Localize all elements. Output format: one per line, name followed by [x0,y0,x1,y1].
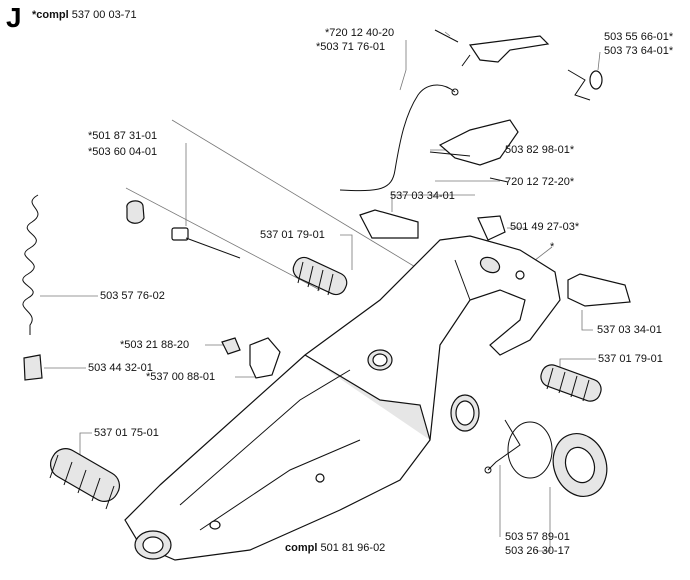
part-label-537-01-79-01-right: 537 01 79-01 [598,353,663,365]
damper-left-top [292,256,348,296]
part-label-star: * [550,241,555,253]
assembly-title-prefix: *compl [32,9,69,21]
part-label-503-82-98-01: 503 82 98-01* [505,144,575,156]
bracket-part [249,337,281,379]
choke-rod [171,227,241,259]
damper-bottom-left [49,448,121,510]
part-label-537-00-88-01: *537 00 88-01 [146,371,216,383]
part-label-503-71-76-01: *503 71 76-01 [316,41,386,53]
small-screw [221,337,241,355]
part-label-503-26-30-17: 503 26 30-17 [505,545,570,557]
section-letter: J [6,2,22,33]
assembly-title-number: 537 00 03-71 [71,9,137,21]
coil-spring [22,194,39,335]
clip-part [477,215,506,241]
compl-prefix: compl [285,542,318,554]
part-label-503-73-64-01: 503 73 64-01* [604,45,674,57]
part-label-503-57-89-01: 503 57 89-01 [505,531,570,543]
part-label-720-12-40-20: *720 12 40-20 [325,27,395,39]
damper-right [540,364,602,402]
part-label-537-03-34-01-top: 537 03 34-01 [390,190,455,202]
dampers [49,256,602,510]
rope-guide-parts [484,419,608,497]
throttle-trigger-parts [429,29,603,183]
nut-part [23,354,43,381]
part-label-503-55-66-01: 503 55 66-01* [604,31,674,43]
assembly-title: *compl 537 00 03-71 [32,9,137,21]
part-label-503-60-04-01: *503 60 04-01 [88,146,158,158]
part-label-503-57-76-02: 503 57 76-02 [100,290,165,302]
rubber-caps [359,209,631,307]
compl-number: 501 81 96-02 [320,542,386,554]
part-label-compl-501-81-96-02: compl 501 81 96-02 [285,542,385,554]
part-label-503-21-88-20: *503 21 88-20 [120,339,190,351]
throttle-cable [339,84,459,192]
part-label-720-12-72-20: 720 12 72-20* [505,176,575,188]
part-label-501-87-31-01: *501 87 31-01 [88,130,158,142]
filter-cap [126,200,145,224]
handle-housing [124,235,561,561]
part-label-501-49-27-03: 501 49 27-03* [510,221,580,233]
part-label-537-01-79-01-left: 537 01 79-01 [260,229,325,241]
part-label-537-03-34-01-right: 537 03 34-01 [597,324,662,336]
part-label-537-01-75-01: 537 01 75-01 [94,427,159,439]
part-label-503-44-32-01: 503 44 32-01 [88,362,153,374]
